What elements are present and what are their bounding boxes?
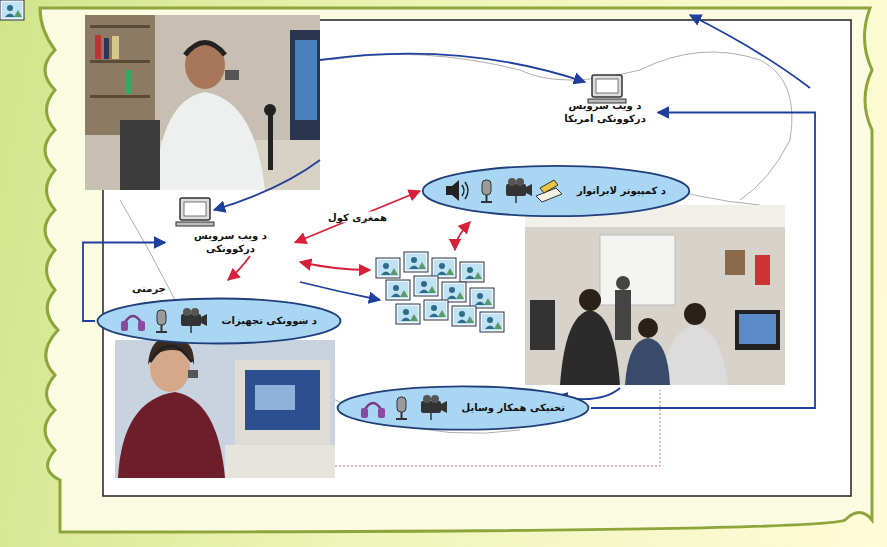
connector-arrow: [591, 113, 815, 409]
device-icons: [444, 176, 564, 206]
server-label: د ویب سرویس درکوونکی امریکا: [555, 100, 655, 125]
equipment-ellipse: د ښوونکی تجهیزات: [95, 296, 343, 346]
ticket-frame: [40, 8, 872, 532]
equipment-label: د ښوونکی تجهیزات: [222, 315, 343, 328]
computer-icon: [588, 75, 626, 103]
server-label: د ویب سرویس درکوونکی: [168, 230, 293, 255]
teacher-photo: [85, 15, 320, 190]
equipment-ellipse: تخنیکی همکار وسایل: [335, 384, 591, 432]
edge-label: همغږی کول: [325, 211, 390, 222]
server-label-box: د ویب سرویس درکوونکی امریکا: [555, 100, 655, 125]
student-photo: [115, 338, 335, 478]
equipment-ellipse: د کمپیوتر لابراتوار: [420, 163, 692, 219]
equipment-label: تخنیکی همکار وسایل: [462, 402, 591, 415]
lab-photo: [525, 205, 785, 385]
flow-arrows: [214, 15, 810, 399]
student-screens: [0, 0, 504, 332]
device-icons: [359, 393, 449, 423]
equipment-label: د کمپیوتر لابراتوار: [577, 185, 692, 198]
computer-icon: [176, 198, 214, 226]
device-icons: [119, 306, 209, 336]
connector-arrow: [295, 191, 420, 243]
server-label-box: د ویب سرویس درکوونکی: [168, 230, 293, 255]
country-label: جرمنی: [132, 283, 166, 294]
